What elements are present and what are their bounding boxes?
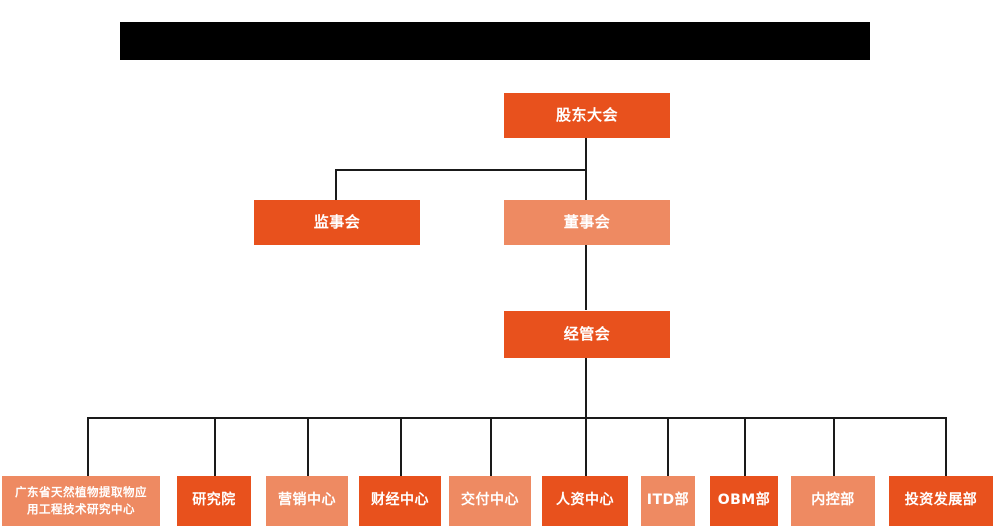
node-label: 董事会: [563, 213, 611, 232]
redacted-title-banner: [120, 22, 870, 60]
connector-drop-delivery: [490, 417, 492, 476]
node-label: 监事会: [313, 213, 361, 232]
node-guangdong-plant-extract-research-center[interactable]: 广东省天然植物提取物应 用工程技术研究中心: [2, 476, 160, 526]
node-label: 营销中心: [278, 492, 336, 509]
node-label: 研究院: [192, 492, 236, 509]
node-delivery-center[interactable]: 交付中心: [449, 476, 531, 526]
connector-directors-to-management: [585, 245, 587, 310]
node-label: 交付中心: [461, 492, 519, 509]
node-label: 内控部: [811, 492, 855, 509]
connector-level2-bus: [335, 169, 587, 171]
node-investment-development-department[interactable]: 投资发展部: [889, 476, 993, 526]
node-obm-department[interactable]: OBM部: [710, 476, 778, 526]
connector-shareholders-stem: [585, 138, 587, 170]
node-label-line1: 广东省天然植物提取物应: [15, 485, 147, 500]
node-hr-center[interactable]: 人资中心: [542, 476, 628, 526]
connector-drop-investment: [945, 417, 947, 476]
connector-drop-research-center: [87, 417, 89, 476]
node-label-line2: 用工程技术研究中心: [27, 502, 135, 516]
node-label: OBM部: [717, 492, 771, 509]
connector-level4-bus: [87, 417, 946, 419]
node-board-of-directors[interactable]: 董事会: [504, 200, 670, 245]
connector-drop-marketing: [307, 417, 309, 476]
node-itd-department[interactable]: ITD部: [641, 476, 695, 526]
node-label: 人资中心: [556, 492, 614, 509]
connector-supervisors-drop: [335, 169, 337, 200]
connector-management-stem: [585, 358, 587, 418]
node-management-committee[interactable]: 经管会: [504, 311, 670, 358]
connector-drop-itd: [667, 417, 669, 476]
node-internal-control-department[interactable]: 内控部: [791, 476, 875, 526]
node-label: 股东大会: [555, 106, 618, 125]
connector-drop-hr: [585, 417, 587, 476]
node-board-of-supervisors[interactable]: 监事会: [254, 200, 420, 245]
node-label: ITD部: [646, 492, 690, 509]
connector-drop-internal-control: [833, 417, 835, 476]
node-label: 财经中心: [371, 492, 429, 509]
connector-drop-obm: [744, 417, 746, 476]
node-label: 经管会: [563, 325, 611, 344]
connector-drop-institute: [214, 417, 216, 476]
node-shareholders-meeting[interactable]: 股东大会: [504, 93, 670, 138]
node-marketing-center[interactable]: 营销中心: [266, 476, 348, 526]
node-finance-center[interactable]: 财经中心: [359, 476, 441, 526]
connector-directors-drop: [585, 169, 587, 200]
node-label: 投资发展部: [904, 492, 978, 509]
node-research-institute[interactable]: 研究院: [177, 476, 251, 526]
connector-drop-finance: [400, 417, 402, 476]
